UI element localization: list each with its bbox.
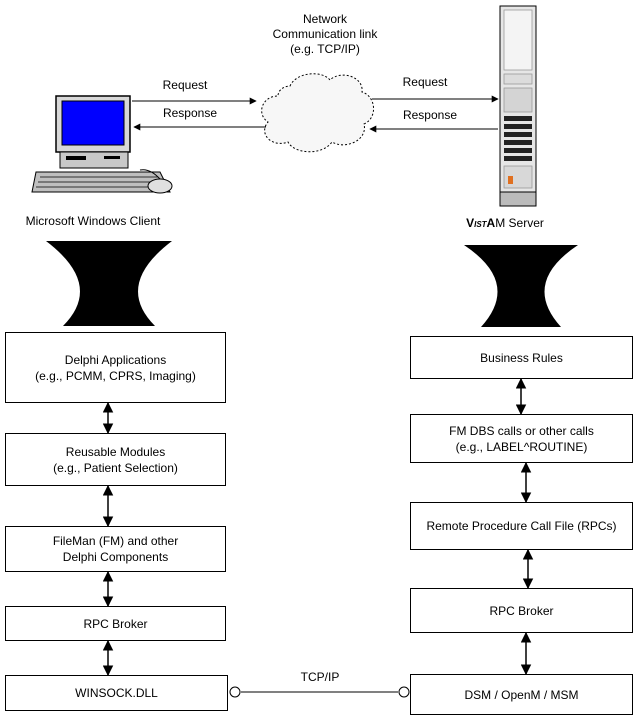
box-line1: FileMan (FM) and other [52,534,179,548]
server-response-label: Response [402,108,458,122]
box-line1: RPC Broker [83,616,148,631]
box-line1: Delphi Applications [64,352,167,367]
client-rpc-broker-box: RPC Broker [5,606,226,641]
client-funnel-shape [46,241,172,326]
box-line1: DSM / OpenM / MSM [464,687,579,702]
server-caption-v: V [466,216,475,230]
box-line1: FM DBS calls or other calls [449,423,594,438]
box-line1: RPC Broker [489,603,554,618]
network-label-line1: Network [302,12,347,26]
delphi-applications-box: Delphi Applications (e.g., PCMM, CPRS, I… [5,332,226,403]
mumps-environment-box: DSM / OpenM / MSM [410,674,633,715]
server-request-label: Request [402,75,448,89]
server-caption-a: A [486,216,496,230]
client-response-label: Response [162,106,218,120]
box-line1: Business Rules [480,350,563,365]
server-rpc-broker-box: RPC Broker [410,588,633,633]
business-rules-box: Business Rules [410,336,633,379]
network-arrows [132,95,499,133]
server-funnel-shape [464,245,578,327]
network-label-line2: Communication link [272,27,378,41]
network-cloud-icon [261,73,374,153]
box-line1: Remote Procedure Call File (RPCs) [426,519,617,533]
winsock-dll-box: WINSOCK.DLL [5,675,228,711]
server-caption-ist: IST [474,220,487,229]
tcpip-label: TCP/IP [300,670,340,684]
client-caption: Microsoft Windows Client [25,214,161,228]
server-caption-rest: M Server [495,216,544,230]
fileman-components-box: FileMan (FM) and other Delphi Components [5,526,226,572]
tcpip-link [229,686,410,698]
box-line1: WINSOCK.DLL [75,686,158,700]
client-request-label: Request [162,78,208,92]
rpc-file-box: Remote Procedure Call File (RPCs) [410,502,633,550]
server-tower-icon [499,5,537,207]
box-line2: (e.g., LABEL^ROUTINE) [455,439,588,454]
server-stack-connectors [515,377,534,676]
box-line1: Reusable Modules [65,444,166,459]
fm-dbs-calls-box: FM DBS calls or other calls (e.g., LABEL… [410,414,633,463]
box-line2: (e.g., PCMM, CPRS, Imaging) [35,368,196,383]
computer-icon [31,95,173,194]
reusable-modules-box: Reusable Modules (e.g., Patient Selectio… [5,433,226,486]
box-line2: Delphi Components [62,550,169,564]
server-caption: VISTAM Server [440,216,570,232]
box-line2: (e.g., Patient Selection) [53,460,178,475]
network-label-line3: (e.g. TCP/IP) [290,42,360,56]
network-label: Network Communication link (e.g. TCP/IP) [255,12,395,57]
